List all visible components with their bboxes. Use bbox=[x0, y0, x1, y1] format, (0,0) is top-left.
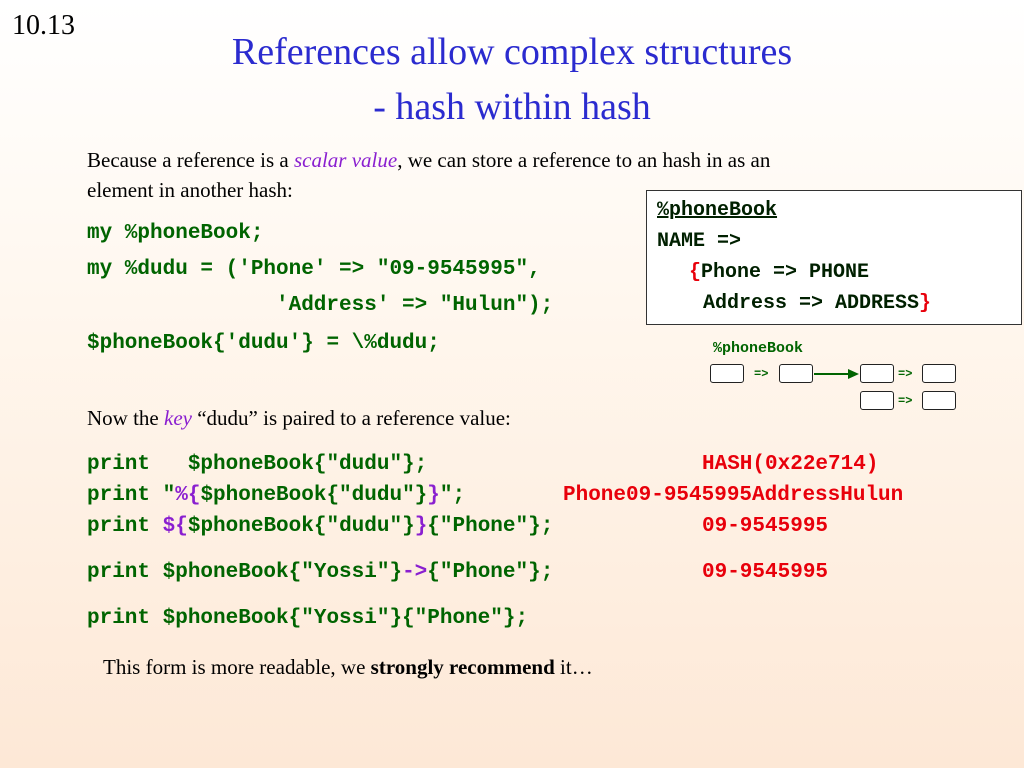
box-line-phone: {Phone => PHONE bbox=[689, 261, 870, 284]
diagram-inner-key-cell-2 bbox=[860, 391, 894, 410]
reference-arrow-icon bbox=[814, 369, 859, 379]
diagram-inner-value-cell-1 bbox=[922, 364, 956, 383]
print-line-4: print $phoneBook{"Yossi"}->{"Phone"}; bbox=[87, 561, 554, 584]
print-line-3: print ${$phoneBook{"dudu"}}{"Phone"}; bbox=[87, 515, 554, 538]
code-line-4: $phoneBook{'dudu'} = \%dudu; bbox=[87, 332, 440, 355]
slide-title-line1: References allow complex structures bbox=[231, 31, 793, 73]
print-output-3: 09-9545995 bbox=[702, 515, 829, 538]
code-line-3: 'Address' => "Hulun"); bbox=[276, 294, 554, 317]
diagram-ref-cell bbox=[779, 364, 813, 383]
diagram-inner-key-cell-1 bbox=[860, 364, 894, 383]
box-line-address: Address => ADDRESS} bbox=[703, 292, 932, 315]
now-paragraph: Now the key “dudu” is paired to a refere… bbox=[87, 406, 511, 430]
box-header: %phoneBook bbox=[657, 199, 778, 222]
print-output-1: HASH(0x22e714) bbox=[702, 453, 879, 476]
print-output-2: Phone09-9545995AddressHulun bbox=[563, 484, 904, 507]
intro-paragraph-line2: element in another hash: bbox=[87, 178, 293, 202]
print-line-1: print $phoneBook{"dudu"}; bbox=[87, 453, 428, 476]
diagram-arrow-label-1: => bbox=[754, 367, 769, 381]
print-output-4: 09-9545995 bbox=[702, 561, 829, 584]
diagram-key-cell bbox=[710, 364, 744, 383]
strongly-recommend-text: strongly recommend bbox=[370, 655, 555, 679]
diagram-arrow-label-2: => bbox=[898, 367, 913, 381]
structure-box: %phoneBook NAME => {Phone => PHONE Addre… bbox=[646, 190, 1022, 325]
key-emphasis: key bbox=[164, 406, 192, 430]
slide-number: 10.13 bbox=[12, 10, 75, 41]
footer-paragraph: This form is more readable, we strongly … bbox=[103, 655, 593, 679]
scalar-value-emphasis: scalar value bbox=[293, 148, 398, 172]
print-line-5: print $phoneBook{"Yossi"}{"Phone"}; bbox=[87, 607, 529, 630]
intro-paragraph-line1: Because a reference is a scalar value, w… bbox=[87, 148, 771, 172]
box-line-name: NAME => bbox=[657, 230, 742, 253]
diagram-inner-value-cell-2 bbox=[922, 391, 956, 410]
print-line-2: print "%{$phoneBook{"dudu"}}"; bbox=[87, 484, 466, 507]
code-line-2: my %dudu = ('Phone' => "09-9545995", bbox=[87, 258, 541, 281]
diagram-arrow-label-3: => bbox=[898, 394, 913, 408]
code-line-1: my %phoneBook; bbox=[87, 222, 264, 245]
slide-title-line2: - hash within hash bbox=[373, 86, 651, 128]
diagram-label: %phoneBook bbox=[713, 340, 804, 357]
